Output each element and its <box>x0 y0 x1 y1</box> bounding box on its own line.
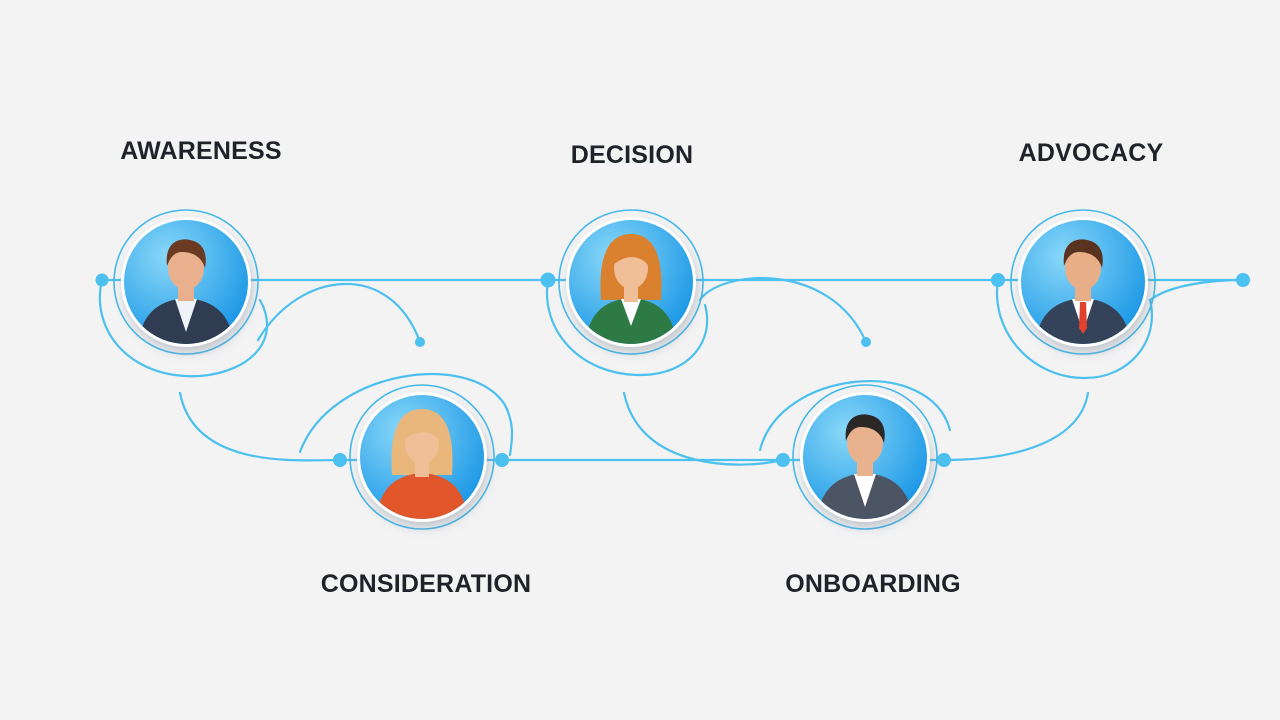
stage-label-onboarding: ONBOARDING <box>785 570 961 598</box>
stage-node-consideration <box>349 384 495 530</box>
curve-decision-drop <box>698 277 868 344</box>
arc-consideration-top <box>298 372 514 457</box>
connector-dot <box>95 273 109 287</box>
connector-dot <box>937 453 951 467</box>
connector-dot <box>333 453 347 467</box>
avatar-man-icon <box>1035 239 1131 344</box>
curve-onboarding-to-advocacy <box>942 391 1090 462</box>
connector-dot <box>540 272 556 288</box>
avatar-man-icon <box>817 414 913 519</box>
stage-nodes <box>113 209 1156 530</box>
curve-awareness-to-consideration <box>178 391 342 462</box>
stage-node-decision <box>558 209 704 355</box>
connector-dot <box>861 337 871 347</box>
connector-lines <box>95 272 1250 467</box>
connector-dot <box>1236 273 1250 287</box>
curve-awareness-drop <box>256 282 422 344</box>
stage-label-awareness: AWARENESS <box>120 137 282 165</box>
node-outer-ring <box>792 384 938 530</box>
node-outer-ring <box>1010 209 1156 355</box>
stage-node-onboarding <box>792 384 938 530</box>
arc-decision-loop <box>545 278 709 377</box>
arc-onboarding-top <box>758 380 952 452</box>
stage-label-decision: DECISION <box>570 141 694 169</box>
arc-advocacy-loop <box>995 278 1153 380</box>
avatar-woman-icon <box>585 234 677 344</box>
arc-awareness-loop <box>98 278 269 378</box>
stage-node-advocacy <box>1010 209 1156 355</box>
stage-label-consideration: CONSIDERATION <box>320 570 532 598</box>
node-outer-ring <box>349 384 495 530</box>
stage-node-awareness <box>113 209 259 355</box>
curve-advocacy-exit <box>1148 278 1245 302</box>
connector-dot <box>495 453 509 467</box>
connector-dot <box>415 337 425 347</box>
node-outer-ring <box>558 209 704 355</box>
avatar-man-icon <box>138 239 234 344</box>
node-outer-ring <box>113 209 259 355</box>
connector-dot <box>776 453 790 467</box>
avatar-woman-icon <box>376 409 468 519</box>
stage-label-advocacy: ADVOCACY <box>1018 139 1164 167</box>
curve-decision-to-onboarding <box>622 391 785 466</box>
connector-dot <box>991 273 1005 287</box>
